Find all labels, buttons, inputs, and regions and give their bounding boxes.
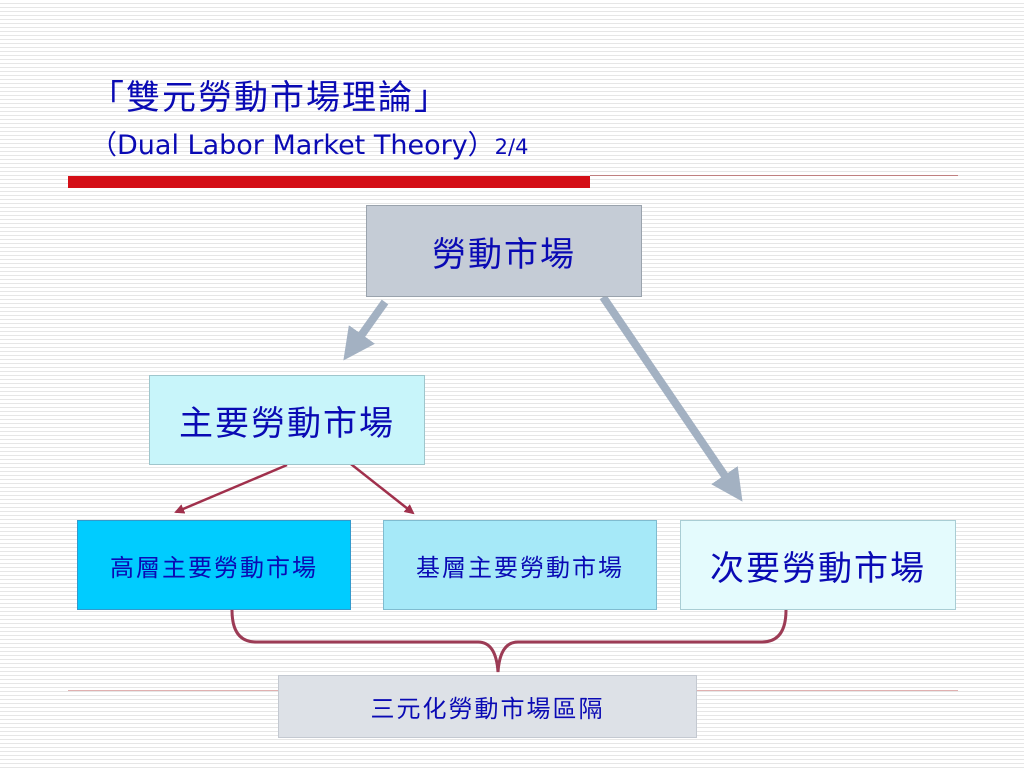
arrow-primary-to-lower <box>341 456 415 515</box>
arrow-primary-to-upper <box>174 463 288 514</box>
labor-market-box: 勞動市場 <box>366 205 642 297</box>
title-accent-bar <box>68 176 590 188</box>
arrow-root-to-secondary <box>599 294 743 502</box>
slide-title: 「雙元勞動市場理論」 <box>90 78 450 118</box>
slide-subtitle: （Dual Labor Market Theory）2/4 <box>90 128 528 165</box>
subtitle-text: （Dual Labor Market Theory） <box>90 130 495 161</box>
lower-primary-labor-market-box: 基層主要勞動市場 <box>383 520 657 610</box>
upper-primary-labor-market-box: 高層主要勞動市場 <box>77 520 351 610</box>
secondary-labor-market-box: 次要勞動市場 <box>680 520 956 610</box>
tripartite-segmentation-box: 三元化勞動市場區隔 <box>278 675 697 738</box>
page-indicator: 2/4 <box>494 135 529 159</box>
primary-labor-market-box: 主要勞動市場 <box>149 375 425 465</box>
title-rule-line <box>590 175 958 176</box>
grouping-brace <box>230 609 788 673</box>
arrow-root-to-primary <box>343 299 389 361</box>
